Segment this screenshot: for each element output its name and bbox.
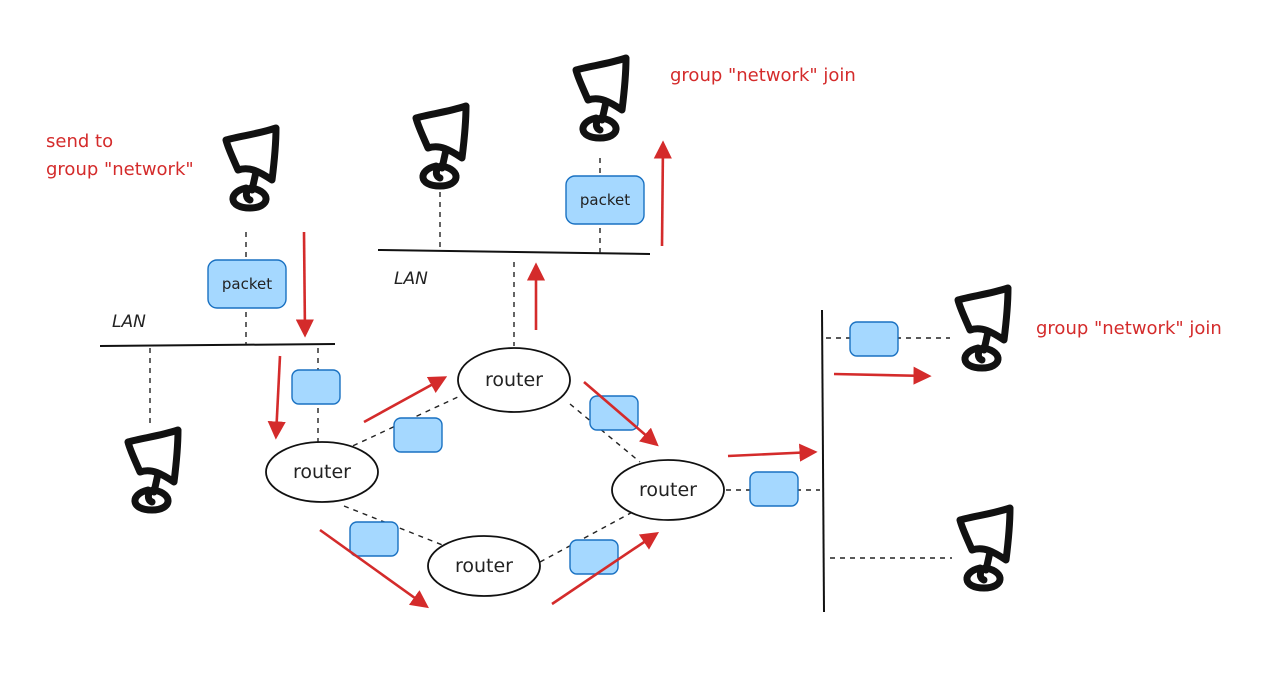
link-router-bottom-right (539, 507, 641, 563)
right-host-2-icon (960, 508, 1010, 588)
packet-box (849, 321, 899, 357)
router-label: router (455, 555, 513, 577)
lan-bus-left (99, 343, 336, 347)
arrow-router-left-top (363, 376, 448, 424)
router-bottom: router (427, 535, 541, 597)
packet-sender: packet (207, 259, 287, 309)
lan-host-left-icon (128, 430, 178, 510)
packet-label: packet (580, 191, 630, 209)
lan-bus-right (821, 309, 825, 613)
small-packets (291, 321, 899, 575)
sender-host-icon (226, 128, 276, 208)
arrow-router-top-right (583, 381, 659, 447)
packet-label: packet (222, 275, 272, 293)
flow-arrows (267, 140, 932, 609)
router-label: router (293, 461, 351, 483)
router-right: router (611, 459, 725, 521)
join-label-right: group "network" join (1036, 318, 1222, 339)
arrow-sender-down (295, 231, 314, 338)
join-label-top: group "network" join (670, 65, 856, 86)
arrow-top-lan-up (653, 140, 672, 247)
packet-top-lan: packet (565, 175, 645, 225)
lan-label-top: LAN (394, 269, 428, 289)
packet-box (749, 471, 799, 507)
lan-bus-top (377, 249, 651, 255)
packet-box (349, 521, 399, 557)
right-host-1-icon (958, 288, 1008, 368)
packet-box (291, 369, 341, 405)
router-label: router (639, 479, 697, 501)
packet-box (589, 395, 639, 431)
packet-box (569, 539, 619, 575)
send-to-label-line1: send to (46, 131, 113, 152)
arrow-router-right-lan (727, 443, 818, 462)
send-to-label-line2: group "network" (46, 159, 194, 180)
packet-box (393, 417, 443, 453)
top-host-2-icon (576, 58, 626, 138)
router-label: router (485, 369, 543, 391)
router-left: router (265, 441, 379, 503)
top-host-1-icon (416, 106, 466, 186)
arrow-router-left-bottom (319, 528, 429, 609)
arrow-rightlan-host (833, 366, 932, 385)
arrow-router-bottom-right (551, 531, 660, 606)
arrow-lan-to-router (267, 355, 286, 440)
lan-label-left: LAN (112, 312, 146, 332)
router-top: router (457, 347, 571, 413)
